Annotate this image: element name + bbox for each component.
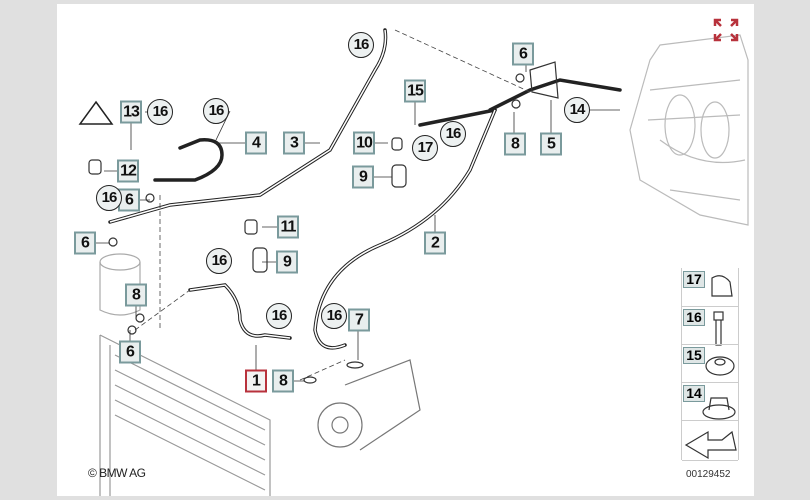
callout-5[interactable]: 5 (540, 132, 562, 156)
callout-8[interactable]: 8 (125, 283, 147, 307)
nut-icon (705, 356, 735, 376)
legend-label: 15 (683, 347, 705, 364)
legend-item-16[interactable]: 16 (682, 306, 738, 345)
callout-11[interactable]: 11 (277, 215, 299, 239)
callout-15[interactable]: 15 (404, 79, 426, 103)
legend-label: 14 (683, 385, 705, 402)
callout-7[interactable]: 7 (348, 308, 370, 332)
legend-arrow-cell (682, 420, 738, 461)
callout-13[interactable]: 13 (120, 100, 142, 124)
callout-4[interactable]: 4 (245, 131, 267, 155)
receiver-drier (99, 253, 141, 316)
callout-3[interactable]: 3 (283, 131, 305, 155)
callout-16[interactable]: 16 (147, 99, 173, 125)
callout-12[interactable]: 12 (117, 159, 139, 183)
legend-icons (684, 275, 737, 460)
callout-16[interactable]: 16 (348, 32, 374, 58)
refrigerant-lines-inner (109, 29, 496, 349)
copyright-text: © BMW AG (88, 466, 146, 480)
callout-8[interactable]: 8 (504, 132, 526, 156)
callout-9[interactable]: 9 (352, 165, 374, 189)
callout-9[interactable]: 9 (276, 250, 298, 274)
callout-6[interactable]: 6 (74, 231, 96, 255)
callout-16[interactable]: 16 (440, 121, 466, 147)
callout-16[interactable]: 16 (96, 185, 122, 211)
callout-8[interactable]: 8 (272, 369, 294, 393)
arrow-indicator-icon (684, 430, 737, 460)
callout-6[interactable]: 6 (512, 42, 534, 66)
callout-16[interactable]: 16 (203, 98, 229, 124)
warning-triangle-icon (78, 100, 114, 125)
callout-16[interactable]: 16 (321, 303, 347, 329)
callout-14[interactable]: 14 (564, 97, 590, 123)
legend-label: 16 (683, 309, 705, 326)
expand-arrows-icon[interactable] (713, 18, 739, 42)
refrigerant-lines (108, 28, 622, 350)
legend-item-17[interactable]: 17 (682, 268, 738, 307)
evaporator-housing (629, 34, 749, 226)
callout-16[interactable]: 16 (206, 248, 232, 274)
callout-17[interactable]: 17 (412, 135, 438, 161)
clip-icon (711, 275, 733, 297)
legend-label: 17 (683, 271, 705, 288)
callout-10[interactable]: 10 (353, 131, 375, 155)
legend-item-14[interactable]: 14 (682, 382, 738, 421)
callout-1-selected[interactable]: 1 (245, 369, 267, 393)
condenser (99, 334, 271, 496)
diagram-id: 00129452 (686, 469, 731, 480)
callout-16[interactable]: 16 (266, 303, 292, 329)
legend-item-15[interactable]: 15 (682, 344, 738, 383)
callout-6[interactable]: 6 (119, 340, 141, 364)
hardware-legend: 17 16 15 14 (681, 268, 739, 461)
compressor (317, 359, 421, 451)
flange-nut-icon (702, 404, 736, 420)
callout-2[interactable]: 2 (424, 231, 446, 255)
small-parts (88, 61, 559, 384)
bolt-icon (713, 311, 724, 321)
